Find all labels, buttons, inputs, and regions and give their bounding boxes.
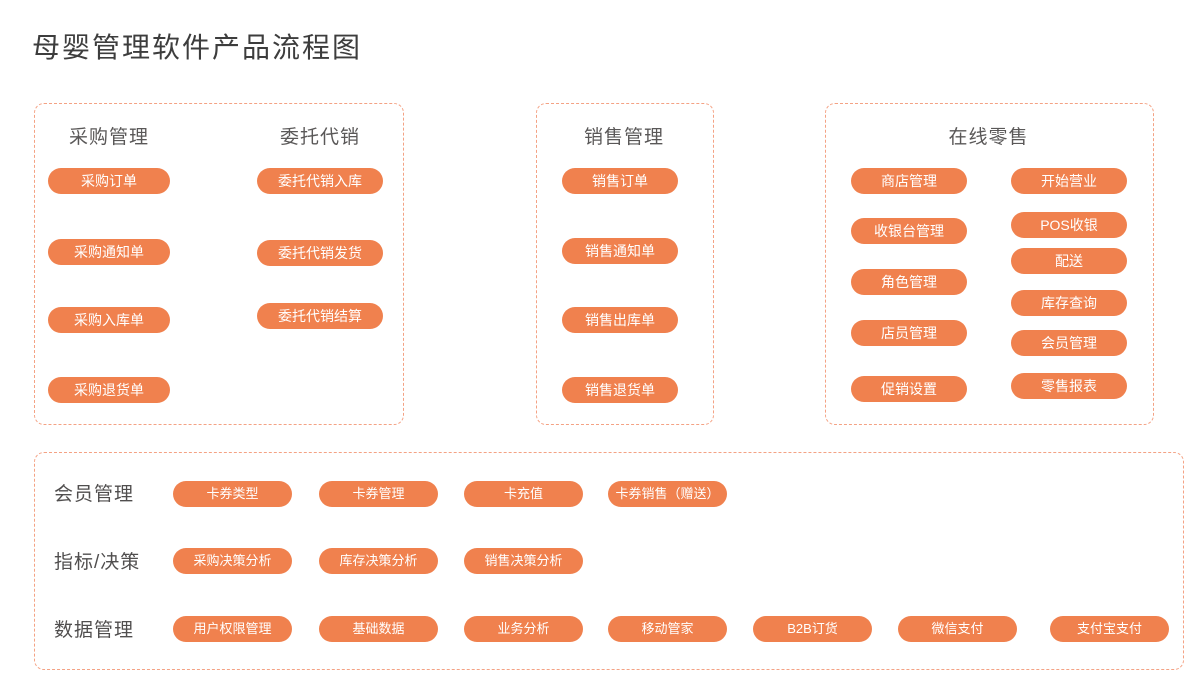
- flow-pill: 销售出库单: [562, 307, 678, 333]
- flow-pill: 销售通知单: [562, 238, 678, 264]
- label-data-mgmt: 数据管理: [54, 620, 135, 641]
- flow-pill: 卡券管理: [319, 481, 438, 507]
- flow-pill: 采购订单: [48, 168, 170, 194]
- flow-pill: 零售报表: [1011, 373, 1127, 399]
- flow-pill: 卡券类型: [173, 481, 292, 507]
- header-consignment: 委托代销: [279, 127, 360, 148]
- flow-pill: 业务分析: [464, 616, 583, 642]
- flow-pill: 销售决策分析: [464, 548, 583, 574]
- flow-pill: 销售退货单: [562, 377, 678, 403]
- flow-pill: 委托代销发货: [257, 240, 383, 266]
- flow-pill: 促销设置: [851, 376, 967, 402]
- flow-pill: 库存决策分析: [319, 548, 438, 574]
- flow-pill: 用户权限管理: [173, 616, 292, 642]
- bottom-box: [34, 452, 1184, 670]
- flow-pill: 采购通知单: [48, 239, 170, 265]
- flow-pill: 销售订单: [562, 168, 678, 194]
- flow-pill: POS收银: [1011, 212, 1127, 238]
- flow-pill: 支付宝支付: [1050, 616, 1169, 642]
- flow-pill: 基础数据: [319, 616, 438, 642]
- flow-pill: 采购决策分析: [173, 548, 292, 574]
- flow-pill: 移动管家: [608, 616, 727, 642]
- flow-pill: 库存查询: [1011, 290, 1127, 316]
- flow-pill: 角色管理: [851, 269, 967, 295]
- flow-pill: 开始营业: [1011, 168, 1127, 194]
- flow-pill: 收银台管理: [851, 218, 967, 244]
- sales-box: [536, 103, 714, 425]
- flow-pill: 店员管理: [851, 320, 967, 346]
- flow-pill: 配送: [1011, 248, 1127, 274]
- label-metrics-decision: 指标/决策: [54, 552, 141, 573]
- flow-pill: 委托代销入库: [257, 168, 383, 194]
- purchase-consignment-box: [34, 103, 404, 425]
- flow-pill: 商店管理: [851, 168, 967, 194]
- flow-pill: 采购退货单: [48, 377, 170, 403]
- header-sales-mgmt: 销售管理: [583, 127, 664, 148]
- page-title: 母婴管理软件产品流程图: [32, 32, 363, 63]
- flow-pill: 微信支付: [898, 616, 1017, 642]
- header-online-retail: 在线零售: [948, 127, 1029, 148]
- online-retail-box: [825, 103, 1154, 425]
- flow-pill: 卡券销售（赠送）: [608, 481, 727, 507]
- label-member-mgmt: 会员管理: [54, 484, 135, 505]
- header-purchase-mgmt: 采购管理: [68, 127, 149, 148]
- flow-pill: B2B订货: [753, 616, 872, 642]
- flow-pill: 卡充值: [464, 481, 583, 507]
- flow-pill: 委托代销结算: [257, 303, 383, 329]
- flow-pill: 采购入库单: [48, 307, 170, 333]
- flow-pill: 会员管理: [1011, 330, 1127, 356]
